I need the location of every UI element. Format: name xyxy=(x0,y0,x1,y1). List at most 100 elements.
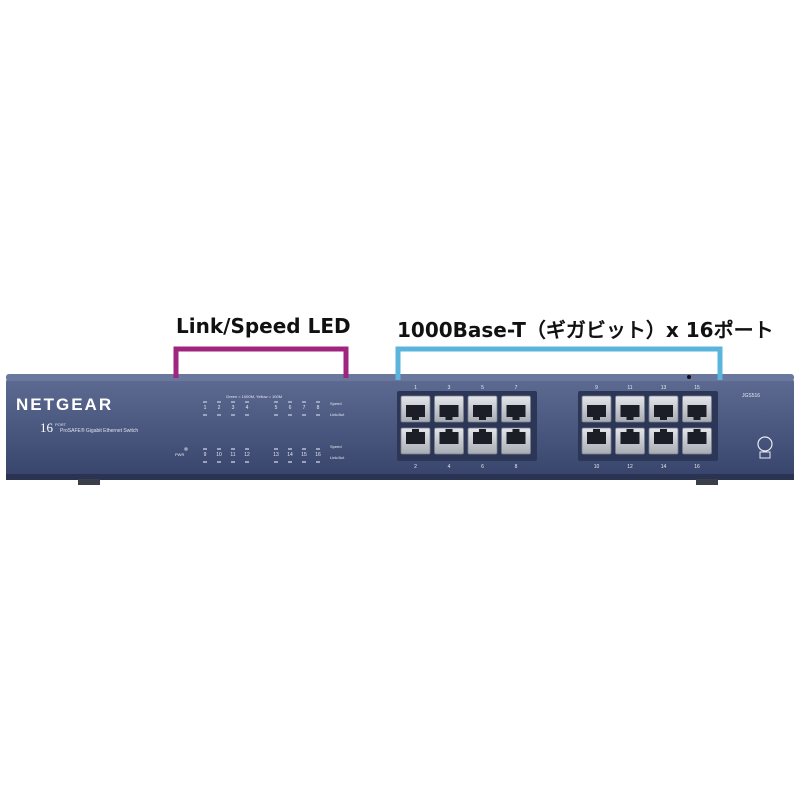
switch-bottom-edge xyxy=(6,474,794,480)
port-opening xyxy=(473,432,492,444)
led-number: 14 xyxy=(287,452,293,458)
led-number: 16 xyxy=(315,452,321,458)
bracket-dot xyxy=(687,375,691,379)
port-opening xyxy=(587,405,606,417)
port-latch-notch xyxy=(693,429,701,432)
port-latch-notch xyxy=(593,417,600,420)
led-number: 11 xyxy=(230,452,235,458)
led-indicator xyxy=(274,401,278,403)
port-opening xyxy=(506,405,526,417)
led-indicator xyxy=(217,414,221,416)
port-number: 1 xyxy=(414,385,417,391)
ports-callout-label: 1000Base-T（ギガビット）x 16ポート xyxy=(397,318,774,342)
led-header: Green = 1000M, Yellow = 100M xyxy=(226,394,282,399)
port-opening xyxy=(506,432,526,444)
port-number: 8 xyxy=(515,464,518,470)
led-number: 4 xyxy=(246,405,249,411)
port-latch-notch xyxy=(593,429,600,432)
port-latch-notch xyxy=(512,429,520,432)
led-number: 2 xyxy=(218,405,221,411)
led-number: 12 xyxy=(244,452,250,458)
led-indicator xyxy=(245,461,249,463)
port-number: 16 xyxy=(694,464,700,470)
port-latch-notch xyxy=(412,429,419,432)
led-number: 15 xyxy=(301,452,307,458)
port-opening xyxy=(439,405,459,417)
led-indicator xyxy=(245,448,249,450)
led-indicator xyxy=(316,401,320,403)
port-count-sub: PORT xyxy=(55,422,67,427)
power-label: PWR xyxy=(175,452,184,457)
led-number: 10 xyxy=(216,452,222,458)
power-led xyxy=(184,447,188,451)
led-indicator xyxy=(288,401,292,403)
port-opening xyxy=(654,432,673,444)
port-number: 2 xyxy=(414,464,417,470)
port-number: 15 xyxy=(694,385,700,391)
led-indicator xyxy=(231,414,235,416)
cert-mark xyxy=(759,451,771,459)
led-indicator xyxy=(217,461,221,463)
port-latch-notch xyxy=(479,417,486,420)
speed-label: Speed xyxy=(330,401,342,406)
port-latch-notch xyxy=(512,417,520,420)
port-opening xyxy=(587,432,606,444)
port-number: 11 xyxy=(627,385,632,391)
brand-logo: NETGEAR xyxy=(16,395,113,414)
port-count: 16 xyxy=(40,420,54,435)
led-indicator xyxy=(288,414,292,416)
foot-right xyxy=(696,479,718,485)
port-number: 9 xyxy=(595,385,598,391)
port-number: 6 xyxy=(481,464,484,470)
port-latch-notch xyxy=(479,429,486,432)
port-latch-notch xyxy=(626,417,634,420)
port-latch-notch xyxy=(660,417,667,420)
ports-callout-bracket xyxy=(395,346,723,380)
led-indicator xyxy=(245,414,249,416)
led-callout-bracket xyxy=(173,346,349,378)
led-indicator xyxy=(231,448,235,450)
port-opening xyxy=(620,405,640,417)
speed-label-bottom: Speed xyxy=(330,444,342,449)
port-number: 5 xyxy=(481,385,484,391)
led-indicator xyxy=(302,461,306,463)
led-indicator xyxy=(316,448,320,450)
led-number: 3 xyxy=(232,405,235,411)
led-number: 5 xyxy=(275,405,278,411)
led-number: 9 xyxy=(204,452,207,458)
port-latch-notch xyxy=(693,417,701,420)
port-number: 7 xyxy=(515,385,518,391)
port-opening xyxy=(654,405,673,417)
port-number: 13 xyxy=(661,385,667,391)
led-indicator xyxy=(302,414,306,416)
led-callout-label: Link/Speed LED xyxy=(176,314,351,338)
led-indicator xyxy=(288,448,292,450)
port-latch-notch xyxy=(626,429,634,432)
led-indicator xyxy=(203,401,207,403)
led-indicator xyxy=(316,461,320,463)
port-number: 10 xyxy=(594,464,600,470)
led-indicator xyxy=(274,448,278,450)
port-latch-notch xyxy=(660,429,667,432)
port-number: 12 xyxy=(627,464,633,470)
port-latch-notch xyxy=(445,417,453,420)
model-line: ProSAFE® Gigabit Ethernet Switch xyxy=(60,427,138,434)
link-label-bottom: Link/Act xyxy=(330,455,345,460)
led-indicator xyxy=(274,461,278,463)
led-indicator xyxy=(274,414,278,416)
led-indicator xyxy=(288,461,292,463)
led-indicator xyxy=(217,448,221,450)
port-number: 3 xyxy=(448,385,451,391)
foot-left xyxy=(78,479,100,485)
port-opening xyxy=(687,432,707,444)
port-opening xyxy=(406,405,425,417)
led-indicator xyxy=(203,414,207,416)
port-latch-notch xyxy=(412,417,419,420)
model-badge: JGS516 xyxy=(742,393,760,399)
led-indicator xyxy=(217,401,221,403)
